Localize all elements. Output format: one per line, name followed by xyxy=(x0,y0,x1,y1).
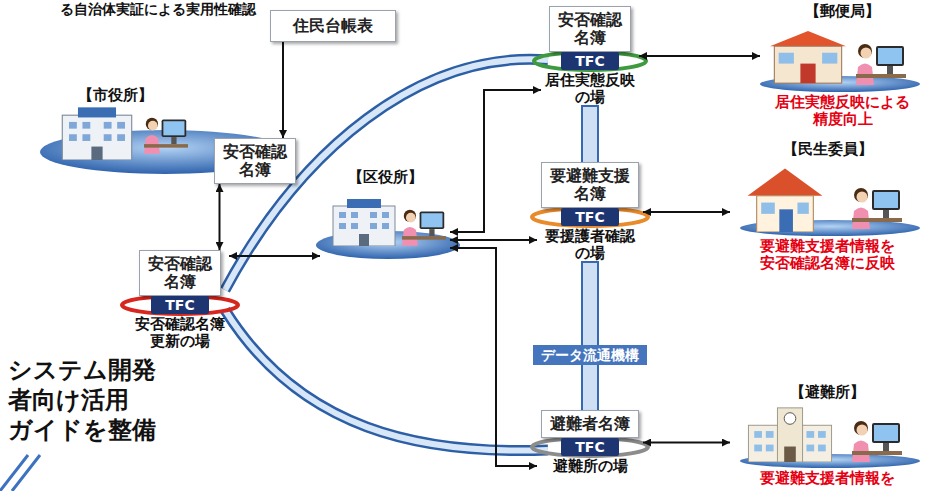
document-title: 安否確認 名簿 xyxy=(549,6,631,52)
place-label: 【市役所】 xyxy=(78,86,153,104)
flow-arrow xyxy=(229,255,320,257)
flow-arrow xyxy=(282,42,284,138)
tfc-place: 要避難支援 名簿TFC 要援護者確認 の場 xyxy=(537,162,643,262)
document-title: 安否確認 名簿 xyxy=(139,250,221,296)
tfc-place: 避難者名簿TFC 避難所の場 xyxy=(537,410,643,475)
flow-band-outline xyxy=(225,310,548,451)
ring xyxy=(532,438,648,456)
place-label: 【区役所】 xyxy=(348,168,423,186)
document-title: 安否確認 名簿 xyxy=(214,138,296,184)
partner-group: 【民生委員】要避難支援者情報を 安否確認名簿に反映 xyxy=(730,140,925,272)
office-group: 【区役所】 xyxy=(320,168,450,262)
band-label: データ流通機構 xyxy=(533,345,647,365)
ward-office-icon xyxy=(333,199,395,246)
partner-group: 【避難所】要避難支援者情報を xyxy=(730,383,925,487)
rings xyxy=(122,52,648,456)
city-hall-icon xyxy=(62,107,131,160)
tfc-badge: TFC xyxy=(561,438,618,456)
place-label: 【避難所】 xyxy=(790,383,865,401)
document-title: 住民台帳表 xyxy=(270,10,396,42)
heading-fragment: る自治体実証による実用性確認 xyxy=(60,1,256,18)
flow-arrow xyxy=(643,442,730,444)
partner-group: 【郵便局】居住実態反映による 精度向上 xyxy=(760,2,925,128)
document-title: 避難者名簿 xyxy=(541,410,639,438)
place-caption: 安否確認名簿 更新の場 xyxy=(135,316,225,350)
operator-icon xyxy=(402,210,446,246)
post-office-icon xyxy=(770,31,846,83)
vertical-band xyxy=(582,106,598,164)
tfc-place: 安否確認 名簿TFC 安否確認名簿 更新の場 xyxy=(131,250,229,350)
house-icon xyxy=(748,169,823,232)
flow-band-fill xyxy=(225,310,548,451)
ring xyxy=(534,52,646,70)
register-document: 住民台帳表 xyxy=(266,10,400,42)
platforms xyxy=(40,76,920,468)
flow-arrow xyxy=(219,184,221,250)
tfc-place: 安否確認 名簿TFC 居住実態反映 の場 xyxy=(541,6,639,106)
flow-arrow xyxy=(450,90,541,232)
place-label: 【郵便局】 xyxy=(805,2,880,20)
vertical-band xyxy=(582,262,598,412)
ring xyxy=(532,208,648,226)
flow-arrow xyxy=(643,211,730,213)
note-text: システム開発 者向け活用 ガイドを整備 xyxy=(8,355,156,445)
place-caption: 要援護者確認 の場 xyxy=(545,228,635,262)
operator-icon xyxy=(856,44,906,85)
flow-arrow xyxy=(639,55,760,57)
tfc-badge: TFC xyxy=(561,208,618,226)
document-title: 要避難支援 名簿 xyxy=(541,162,639,208)
operator-icon xyxy=(852,421,902,462)
place-caption: 居住実態反映 の場 xyxy=(545,72,635,106)
platform-band: データ流通機構 xyxy=(529,345,651,365)
office-group: 【市役所】 xyxy=(40,86,190,164)
shelter-icon xyxy=(748,408,831,462)
note-text: 要避難支援者情報を xyxy=(760,470,895,487)
tfc-badge: TFC xyxy=(561,52,618,70)
note-text: 要避難支援者情報を 安否確認名簿に反映 xyxy=(760,238,895,272)
tfc-badge: TFC xyxy=(151,296,208,314)
note-text: 居住実態反映による 精度向上 xyxy=(775,94,910,128)
flow-arrow xyxy=(450,239,537,241)
list-document: 安否確認 名簿 xyxy=(210,138,300,184)
operator-icon xyxy=(144,118,188,154)
flow-band xyxy=(225,59,598,450)
operator-icon xyxy=(852,188,902,229)
corner-slashes xyxy=(0,455,40,491)
flow-arrow xyxy=(450,248,537,466)
place-label: 【民生委員】 xyxy=(783,140,873,158)
ring xyxy=(122,296,238,314)
place-caption: 避難所の場 xyxy=(553,458,628,475)
